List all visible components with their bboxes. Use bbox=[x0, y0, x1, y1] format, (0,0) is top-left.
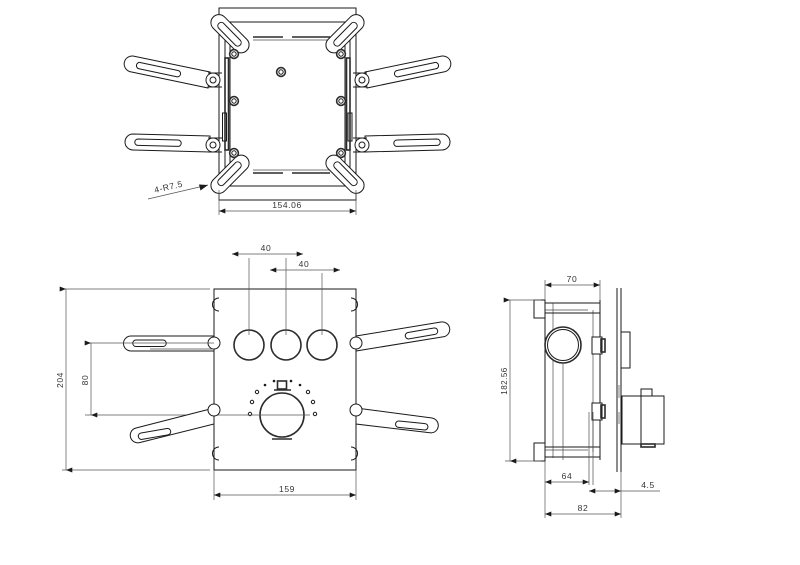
top-view-radius-note: 4-R7.5 bbox=[147, 179, 209, 200]
plate-thickness-label: 4.5 bbox=[641, 480, 655, 490]
side-view-rear-plate bbox=[616, 288, 631, 472]
front-view-arm-lower-right bbox=[349, 403, 439, 434]
side-view-circle-bore bbox=[544, 326, 582, 364]
top-view-bolt-hole-tr bbox=[335, 48, 347, 60]
side-view-top-flange bbox=[533, 299, 601, 319]
top-view-width-dimension: 154.06 bbox=[218, 190, 357, 215]
top-view-corner-slot-br bbox=[325, 154, 365, 194]
top-view-corner-slot-tl bbox=[210, 14, 250, 54]
overall-height-label: 204 bbox=[55, 372, 65, 388]
overall-width-label: 159 bbox=[279, 484, 295, 494]
front-view-inner-height-dimension: 80 bbox=[80, 340, 214, 418]
side-view-mounting-block-lower bbox=[591, 402, 606, 421]
front-view-arm-upper-right bbox=[349, 321, 451, 352]
top-view-bolt-hole-ml bbox=[228, 95, 240, 107]
inner-height-label: 80 bbox=[80, 375, 90, 386]
front-view-dial-marker-dots bbox=[247, 379, 318, 417]
hole-spacing-1-label: 40 bbox=[261, 243, 272, 253]
top-view-outer-frame bbox=[218, 7, 357, 201]
side-view-mid-depth-dimension: 64 bbox=[544, 461, 589, 488]
front-view-corner-arcs bbox=[212, 297, 358, 461]
top-view-bolt-hole-bl bbox=[228, 147, 240, 159]
side-view: 70 182.56 64 4.5 82 bbox=[500, 274, 665, 518]
front-view-overall-width-dimension: 159 bbox=[213, 470, 357, 500]
top-view-bolt-hole-center bbox=[275, 66, 287, 78]
front-view-overall-height-dimension: 204 bbox=[55, 286, 210, 473]
top-view-edge-strips bbox=[222, 57, 353, 151]
top-view-inner-rails bbox=[253, 36, 330, 174]
front-view-arm-lower-left bbox=[129, 403, 221, 444]
top-view: 4-R7.5 154.06 bbox=[123, 7, 452, 215]
hole-spacing-2-label: 40 bbox=[299, 259, 310, 269]
side-view-bottom-flange bbox=[533, 442, 601, 462]
total-depth-label: 82 bbox=[578, 503, 589, 513]
body-depth-label: 70 bbox=[567, 274, 578, 284]
top-view-arm-lower-right bbox=[353, 133, 451, 153]
mid-depth-label: 64 bbox=[562, 471, 573, 481]
front-view: 40 40 204 80 159 bbox=[55, 243, 451, 500]
side-view-body-outline bbox=[544, 300, 601, 460]
top-view-arm-lower-left bbox=[124, 133, 222, 153]
side-view-body-depth-dimension: 70 bbox=[544, 274, 601, 300]
front-view-body-plate bbox=[213, 288, 357, 471]
side-view-height-dimension: 182.56 bbox=[500, 297, 541, 464]
side-view-mounting-block-upper bbox=[591, 336, 606, 355]
top-width-dimension-label: 154.06 bbox=[272, 200, 302, 210]
side-view-plate-thickness-dimension: 4.5 bbox=[589, 480, 660, 494]
side-view-total-depth-dimension: 82 bbox=[544, 472, 622, 518]
radius-note-label: 4-R7.5 bbox=[153, 179, 184, 195]
side-height-label: 182.56 bbox=[500, 367, 509, 395]
top-view-corner-slot-bl bbox=[210, 154, 250, 194]
front-view-arm-upper-left bbox=[123, 335, 221, 352]
top-view-arm-upper-left bbox=[123, 55, 222, 89]
side-view-internal-lines bbox=[562, 363, 594, 485]
top-view-corner-slot-tr bbox=[325, 14, 365, 54]
top-view-bolt-hole-mr bbox=[335, 95, 347, 107]
front-view-hole-spacing-dimensions: 40 40 bbox=[232, 243, 340, 335]
top-view-bolt-hole-tl bbox=[228, 48, 240, 60]
top-view-arm-upper-right bbox=[353, 55, 452, 89]
side-view-junction-box bbox=[621, 388, 665, 448]
top-view-bolt-hole-br bbox=[335, 147, 347, 159]
